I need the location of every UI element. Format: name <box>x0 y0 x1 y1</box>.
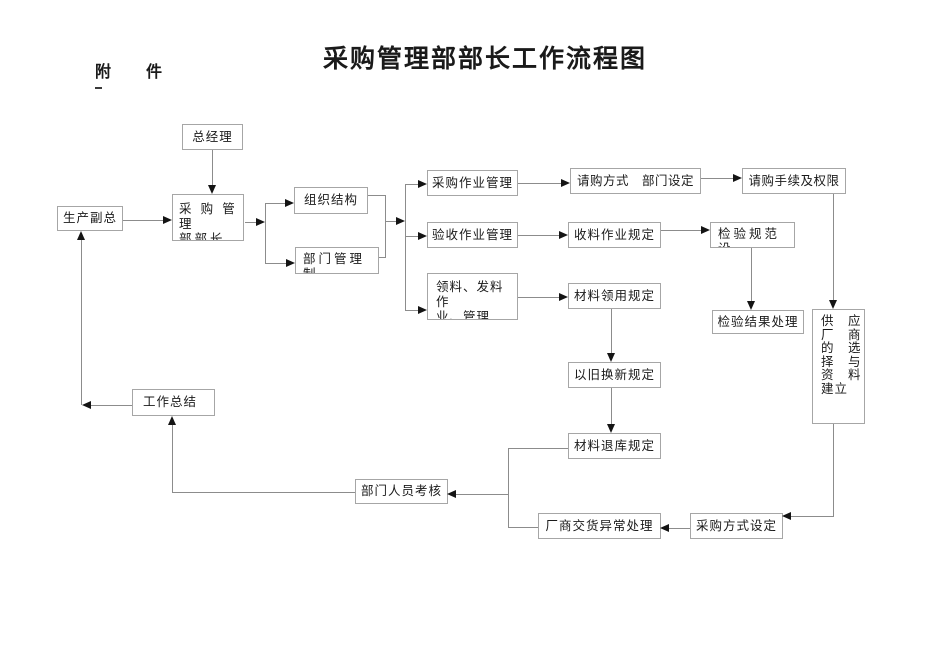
arrow-to-inspection-spec <box>701 225 710 234</box>
node-purchasing-method-setting: 采购方式设定 <box>690 513 783 539</box>
connector-ops1-out <box>518 183 561 184</box>
bracket1-bottom <box>265 263 286 264</box>
arrow-to-dept-mgmt <box>286 258 295 267</box>
arrow-to-staff-assessment <box>447 489 456 498</box>
bracket3-top <box>405 184 418 185</box>
page-title: 采购管理部部长工作流程图 <box>322 46 647 73</box>
arrow-to-org-structure <box>285 198 294 207</box>
arrow-to-vendor-exception <box>660 523 669 532</box>
arrow-to-inspection-result <box>746 301 755 310</box>
connector-exception-left <box>509 527 538 528</box>
connector-ops3-out <box>518 297 559 298</box>
connector-vp-up <box>81 240 82 405</box>
node-purchasing-ops-mgmt: 采购作业管理 <box>427 170 518 196</box>
node-org-structure: 组织结构 <box>294 187 368 214</box>
arrow-to-receiving-rules <box>559 230 568 239</box>
connector-spec-down <box>751 248 752 301</box>
bracket2-out <box>386 221 396 222</box>
arrow-to-production-vp <box>76 231 85 240</box>
connector-supplier-left <box>791 516 833 517</box>
connector-junction-out <box>456 494 508 495</box>
connector-oldnew-down <box>611 388 612 424</box>
arrow-vp-right <box>163 215 172 224</box>
node-staff-assessment: 部门人员考核 <box>355 479 448 504</box>
node-acceptance-ops-mgmt: 验收作业管理 <box>427 222 518 248</box>
node-vendor-delivery-exception: 厂商交货异常处理 <box>538 513 661 539</box>
connector-ops2-out <box>518 235 559 236</box>
arrow-to-old-for-new <box>606 353 615 362</box>
arrow-to-material-requisition <box>559 292 568 301</box>
connector-summary-left <box>91 405 132 406</box>
connector-vp-right <box>123 220 163 221</box>
arrow-to-material-issue <box>418 305 427 314</box>
junction-vertical <box>508 448 509 528</box>
connector-method-out <box>669 528 690 529</box>
arrow-to-purchasing-method <box>782 511 791 520</box>
node-general-manager: 总经理 <box>182 124 243 150</box>
node-old-for-new-rules: 以旧换新规定 <box>568 362 661 388</box>
bracket1-vertical <box>265 203 266 264</box>
node-purchase-request-procedure: 请购手续及权限 <box>742 168 846 194</box>
bracket3-bottom <box>405 310 418 311</box>
node-dept-mgmt-system: 部门管理制 度 <box>295 247 379 274</box>
arrow-to-work-summary <box>167 416 176 425</box>
node-material-requisition-rules: 材料领用规定 <box>568 283 661 309</box>
bracket2-vertical <box>385 195 386 258</box>
node-production-vp: 生产副总 <box>57 206 123 231</box>
node-receiving-ops-rules: 收料作业规定 <box>568 222 661 248</box>
connector-assessment-up <box>172 424 173 492</box>
attachment-dash <box>95 87 102 89</box>
arrow-to-pr-procedure <box>733 173 742 182</box>
connector-gm-down <box>212 150 213 186</box>
connector-requisition-down <box>611 309 612 353</box>
connector-org-right <box>368 195 386 196</box>
bracket3-mid <box>405 236 418 237</box>
arrow-bracket2-out <box>396 216 405 225</box>
bracket1-top <box>265 203 285 204</box>
connector-procedure-down <box>833 194 834 300</box>
arrow-summary-corner <box>82 400 91 409</box>
arrow-to-purchasing-ops <box>418 179 427 188</box>
connector-assessment-left <box>172 492 355 493</box>
node-purchase-request-method: 请购方式 部门设定 <box>570 168 701 194</box>
connector-supplier-down <box>833 424 834 517</box>
connector-dept-right <box>379 257 386 258</box>
node-work-summary: 工作总结 <box>132 389 215 416</box>
node-inspection-spec-setting: 检验规范设 定 <box>710 222 795 248</box>
node-material-issue-ops: 领料、发料作 业、管理 <box>427 273 518 320</box>
bracket3-vertical <box>405 184 406 311</box>
connector-recv-out <box>661 230 701 231</box>
node-inspection-result-handling: 检验结果处理 <box>712 310 804 334</box>
arrow-to-pr-method <box>561 178 570 187</box>
arrow-to-acceptance-ops <box>418 231 427 240</box>
node-purchasing-dept-head: 采 购 管 理 部部长 <box>172 194 244 241</box>
connector-return-left <box>508 448 568 449</box>
node-supplier-selection: 供 应 厂 商 的 选 择 与 资 料 建立 <box>812 309 865 424</box>
node-material-return-rules: 材料退库规定 <box>568 433 661 459</box>
attachment-label: 附 件 <box>95 64 164 81</box>
arrow-gm-down <box>207 185 216 194</box>
connector-head-right <box>245 222 256 223</box>
connector-prm-out <box>701 178 733 179</box>
arrow-to-supplier <box>828 300 837 309</box>
arrow-to-material-return <box>606 424 615 433</box>
arrow-head-right <box>256 217 265 226</box>
